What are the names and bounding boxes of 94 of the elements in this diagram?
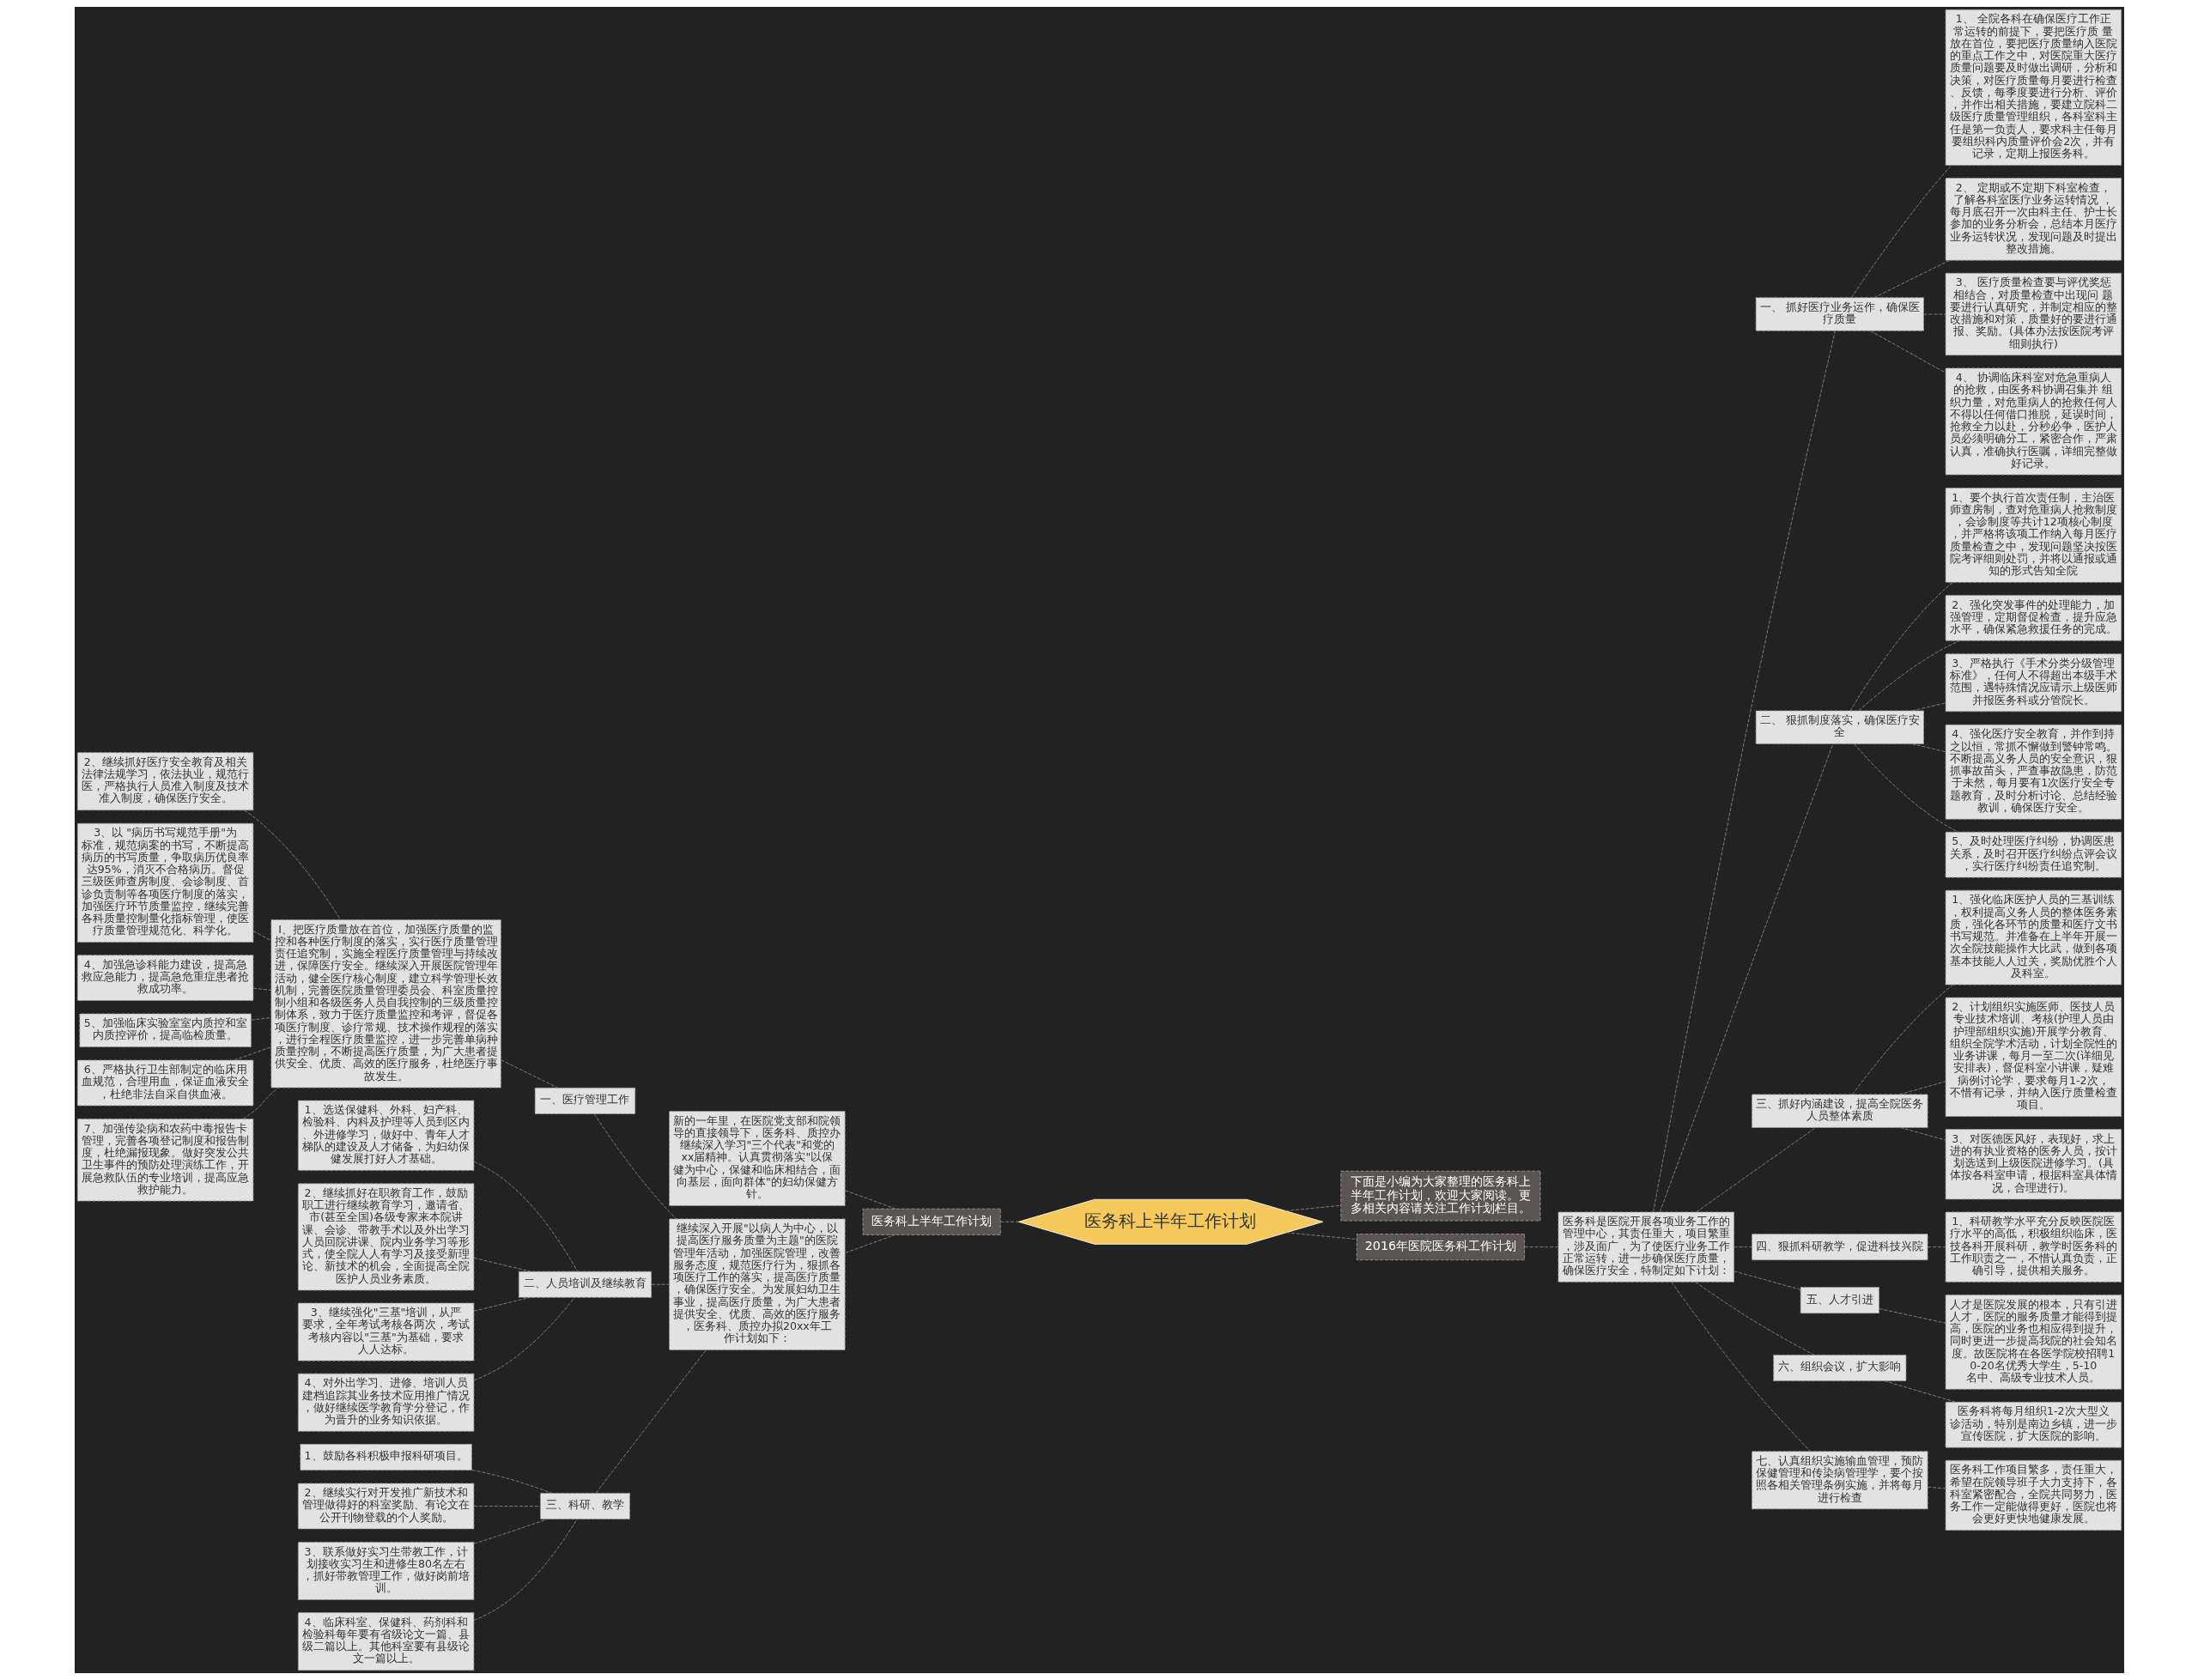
- connector: [243, 810, 341, 920]
- connector: [844, 1190, 896, 1210]
- node-box: 4、临床科室、保健科、药剂科和检验科每年要有省级论文一篇、县级二篇以上。其他科室要有县级论文一篇以上。: [297, 1612, 474, 1671]
- node-box: 1、选送保健科、外科、妇产科、检验科、内科及护理等人员到区内、外进修学习，做好中、青年人才梯队的建设及人才储备，为妇幼保健发展打好人才基础。: [297, 1100, 474, 1171]
- connector: [1911, 743, 1946, 753]
- node-box: 继续深入开展"以病人为中心，以提高医疗服务质量为主题"的医院管理年活动，加强医院管理，改善服务态度，规范医疗行为，狠抓各项医疗工作的落实，提高医疗质量，确保医疗安全。为发展妇幼卫生事业，提高医疗质量，为广大患者提供安全、优质、高效的医疗服务，医务科、质控办拟20xx年工作计划如下：: [668, 1218, 846, 1350]
- connector: [252, 987, 271, 991]
- connector: [473, 1161, 578, 1272]
- node-box: 一、医疗管理工作: [534, 1087, 635, 1114]
- node-box: 4、加强急诊科能力建设，提高急救应急能力，提高急危重症患者抢救成功率。: [76, 955, 253, 1001]
- connector: [1733, 1246, 1752, 1248]
- node-box: 4、强化医疗安全教育，并作到持之以恒，常抓不懈做到警钟常鸣。不断提高义务人员的安全意识，狠抓事故苗头，严查事故隐患，防范于未然，每月要有1次医疗安全专题教育，及时分析讨论、总结经验教训，确保医疗安全。: [1945, 724, 2122, 820]
- node-box: 4、 协调临床科室对危急重病人的抢救，由医务科协调召集并 组织力量，对危重病人的抢救任何人不得以任何借口推脱，延误时间，抢救全力以赴，分秒必争，医护人员必须明确分工，紧密合作，严肃认真，准确执行医嘱，详细完整做好记录。: [1945, 367, 2122, 476]
- node-box: 1、要个执行首次责任制，主治医师查房制，查对危重病人抢救制度，会诊制度等共计12项核心制度，并严格将该项工作纳入每月医疗质量检查之中，发现问题坚决按医院考评细则处罚，并将以通报或通知的形式告知全院: [1945, 488, 2122, 583]
- connector: [233, 1046, 271, 1061]
- connector: [1878, 1308, 1946, 1324]
- node-box: 3、以 "病历书写规范手册"为标准，规范病案的书写，不断提高病历的书写质量，争取病历优良率达95%，消灭不合格病历。督促三级医师查房制度、会诊制度、首诊负责制等各项医疗制度的落实，加强医疗环节质量监控，继续完善各科质量控制量化指标管理，使医疗质量管理规范化、科学化。: [76, 822, 253, 943]
- connector: [595, 1349, 707, 1494]
- node-box: 医务科上半年工作计划: [862, 1208, 1001, 1235]
- connector: [1849, 582, 1953, 712]
- connector: [1670, 1282, 1811, 1452]
- node-box: 2、继续抓好在职教育工作，鼓励职工进行继续教育学习，邀请省、市(甚至全国)各级专家来本院讲课、会诊、带教手术以及外出学习人员回院讲课、院内业务学习等形式，使全院人人有学习及接受新理论、新技术的机会，全面提高全院医护人员业务素质。: [297, 1183, 474, 1291]
- connector: [650, 1283, 670, 1285]
- connector: [1927, 1486, 1946, 1489]
- connector: [999, 1221, 1018, 1222]
- connector: [473, 1506, 541, 1507]
- node-box: 新的一年里，在医院党支部和院领导的直接领导下，医务科、质控办继续深入学习"三个代表"和党的xx届精神。认真贯彻落实"以保健为中心，保健和临床相结合，面向基层，面向群体"的妇幼保健方针。: [668, 1111, 846, 1206]
- connector: [1695, 1127, 1816, 1213]
- connector: [1853, 743, 1958, 833]
- node-box: 4、对外出学习、进修、培训人员建档追踪其业务技术应用推广情况，做好继续医学教育学分登记，作为晋升的业务知识依据。: [297, 1373, 474, 1432]
- connector: [252, 931, 271, 942]
- node-box: 二、人员培训及继续教育: [518, 1271, 652, 1298]
- node-box: 三、抓好内涵建设，提高全院医务人员整体素质: [1751, 1094, 1928, 1128]
- connector: [1284, 1204, 1341, 1211]
- node-box: 3、 医疗质量检查要与评优奖惩相结合，对质量检查中出现问 题要进行认真研究，并制定相应的整改措施和对策，质量好的要进行通报、奖励。(具体办法按医院考评细则执行): [1945, 272, 2122, 356]
- connector: [1285, 1232, 1357, 1240]
- node-box: 人才是医院发展的根本，只有引进人才，医院的服务质量才能得到提高，医院的业务也相应得到提升，同时更进一步提高我院的社会知名度。故医院将在各医学院校招聘10-20名优秀大学生，5-10名中、高级专业技术人员。: [1945, 1294, 2122, 1390]
- connector: [500, 1059, 558, 1089]
- node-box: 5、加强临床实验室室内质控和室内质控评价，提高临检质量。: [78, 1013, 252, 1047]
- node-box: 二、 狠抓制度落实，确保医疗安全: [1755, 710, 1924, 744]
- node-box: 六、组织会议，扩大影响: [1772, 1355, 1906, 1381]
- connector: [1883, 1380, 1957, 1403]
- node-box: 四、狠抓科研教学，促进科技兴院: [1751, 1234, 1928, 1261]
- connector: [1922, 313, 1946, 315]
- node-box: 1、 全院各科在确保医疗工作正常运转的前提下，要把医疗质 量放在首位，要把医疗质量纳入医院的重点工作之中，对医院重大医疗质量问题要及时做出调研，分析和决策，对医疗质量每月要进行检查、反馈，每季度要进行分析、评价，并作出相关措施，要建立院科二级医疗质量管理组织，各科室科主任是第一负责人，要求科主任每月要组织科内质量评价会2次，并有记录，定期上报医务科。: [1945, 9, 2122, 166]
- connector: [1857, 640, 1960, 712]
- node-box: 2、计划组织实施医师、医技人员专业技术培训、考核(护理人员由护理部组织实施)开展学分教育、组织全院学术活动，计划全院性的业务讲课，每月一至二次(详细见安排表)，督促科室小讲课，疑难病例讨论学，要求每月1-2次，不惜有记录，并纳入医疗质量检查项目。: [1945, 997, 2122, 1117]
- node-box: 三、科研、教学: [539, 1492, 630, 1519]
- connector: [471, 1470, 552, 1494]
- connector: [1652, 331, 1836, 1213]
- node-box: 5、及时处理医疗纠纷，协调医患关系，及时召开医疗纠纷点评会议，实行医疗纠纷责任追究制。: [1945, 831, 2122, 878]
- node-box: 3、对医德医风好，表现好，求上进的有执业资格的医务人员，按计划选送到上级医院进修学习。(具体按各科室申请，根据科室具体情况，合理进行)。: [1945, 1129, 2122, 1200]
- node-box: 1、科研教学水平充分反映医院医疗水平的高低，积极组织临床，医技各科开展科研，教学时医务科的工作职责之一，不惜认真负责，正确引导，提供相关服务。: [1945, 1211, 2122, 1283]
- node-box: 下面是小编为大家整理的医务科上半年工作计划，欢迎大家阅读。更多相关内容请关注工作计划栏目。: [1339, 1170, 1540, 1222]
- connector: [1694, 1282, 1814, 1356]
- node-box: 1、强化临床医护人员的三基训练，权利提高义务人员的整体医务素质，强化各环节的质量和医疗文书书写规范。并准备在上半年开展一次全院技能操作大比武，做到各项基本技能人人过关，奖励优胜个人及科室。: [1945, 889, 2122, 986]
- connector: [1873, 259, 1950, 299]
- connector: [250, 1017, 271, 1021]
- connector: [593, 1113, 677, 1220]
- node-box: 医务科是医院开展各项业务工作的管理中心，其责任重大，项目繁重，涉及面广，为了使医疗业务工作正常运转，进一步确保医疗质量，确保医疗安全，特制定如下计划：: [1557, 1211, 1734, 1283]
- node-box: 3、联系做好实习生带教工作，计划接收实习生和进修生80名左右，抓好带教管理工作，做好岗前培训。: [297, 1542, 474, 1600]
- node-box: 3、继续强化"三基"培训，从严要求，全年考试考核各两次，考试考核内容以"三基"为基础，要求人人达标。: [297, 1302, 474, 1362]
- connector: [473, 1297, 575, 1381]
- connector: [1899, 1127, 1946, 1141]
- connector: [1850, 165, 1952, 298]
- node-box: I、把医疗质量放在首位，加强医疗质量的监控和各种医疗制度的落实，实行医疗质量管理责任追究制，实施全程医疗质量管理与持续改进，保障医疗安全。继续深入开展医院管理年活动，健全医疗核心制度，建立科学管理长效机制，完善医院质量管理委员会、科室质量控制小组和各级医务人员自我控制的三级质量控制体系，致力于医疗质量监控和考评，督促各项医疗制度、诊疗常规、技术操作规程的落实，进行全程医疗质量监控，进一步完善单病种质量控制，不断提高医疗质量，为广大患者提供安全、优质、高效的医疗服务，杜绝医疗事故发生。: [270, 919, 501, 1089]
- node-box: 医务科工作项目繁多，责任重大，希望在院领导班子大力支持下，各科室紧密配合，全院共同努力，医务工作一定能做得更好，医院也将会更好更快地健康发展。: [1945, 1459, 2122, 1531]
- connector: [1523, 1246, 1558, 1248]
- connector: [1927, 1246, 1946, 1248]
- connector: [1733, 1271, 1800, 1290]
- connector: [1869, 330, 1946, 373]
- node-box: 3、严格执行《手术分类分级管理标准》，任何人不得超出本级手术范围，遇特殊情况应请示上级医师并报医务科或分管院长。: [1945, 653, 2122, 713]
- node-box: 2016年医院医务科工作计划: [1356, 1234, 1525, 1261]
- connector: [473, 1519, 548, 1544]
- node-box: 2、 定期或不定期下科室检查，了解各科室医疗业务运转情况 ，每月底召开一次由科主任、护士长参加的业务分析会，总结本月医疗业务运转状况，发现问题及时提出整改措施。: [1945, 178, 2122, 261]
- node-box: 一、 抓好医疗业务运作，确保医疗质量: [1755, 297, 1924, 331]
- node-box: 医务科将每月组织1-2次大型义诊活动，特别是南边乡镇，进一步宣传医院，扩大医院的影响。: [1945, 1401, 2122, 1448]
- connector: [1911, 702, 1946, 712]
- connector: [473, 1257, 531, 1272]
- node-box: 1、鼓励各科积极申报科研项目。: [299, 1443, 472, 1471]
- node-box: 五、人才引进: [1800, 1287, 1879, 1314]
- node-box: 6、严格执行卫生部制定的临床用血规范，合理用血，保证血液安全，杜绝非法自采自供血液。: [76, 1059, 253, 1107]
- node-box: 2、强化突发事件的处理能力，加强管理，定期督促检查，提升应急水平，确保紧急救援任务的完成。: [1945, 595, 2122, 641]
- node-box: 七、认真组织实施输血管理，预防保健管理和传染病管理学，要个按照各相关管理条例实施，并将每月进行检查: [1751, 1451, 1928, 1510]
- node-box: 2、继续抓好医疗安全教育及相关法律法规学习，依法执业，规范行医，严格执行人员准入制度及技术准入制度，确保医疗安全。: [76, 752, 253, 811]
- connector: [242, 1087, 278, 1119]
- node-box: 7、加强传染病和农药中毒报告卡管理，完善各项登记制度和报告制度，杜绝漏报现象。做好突发公共卫生事件的预防处理演练工作，开展急救队伍的专业培训，提高应急救护能力。: [76, 1119, 253, 1202]
- connector: [473, 1519, 577, 1621]
- connector: [844, 1234, 896, 1253]
- node-box: 2、继续实行对开发推广新技术和管理做得好的科室奖励、有论文在公开刊物登载的个人奖励。: [297, 1483, 474, 1530]
- connector: [1851, 984, 1953, 1095]
- connector: [1659, 743, 1833, 1213]
- connector: [473, 1297, 531, 1312]
- connector: [1898, 1081, 1946, 1095]
